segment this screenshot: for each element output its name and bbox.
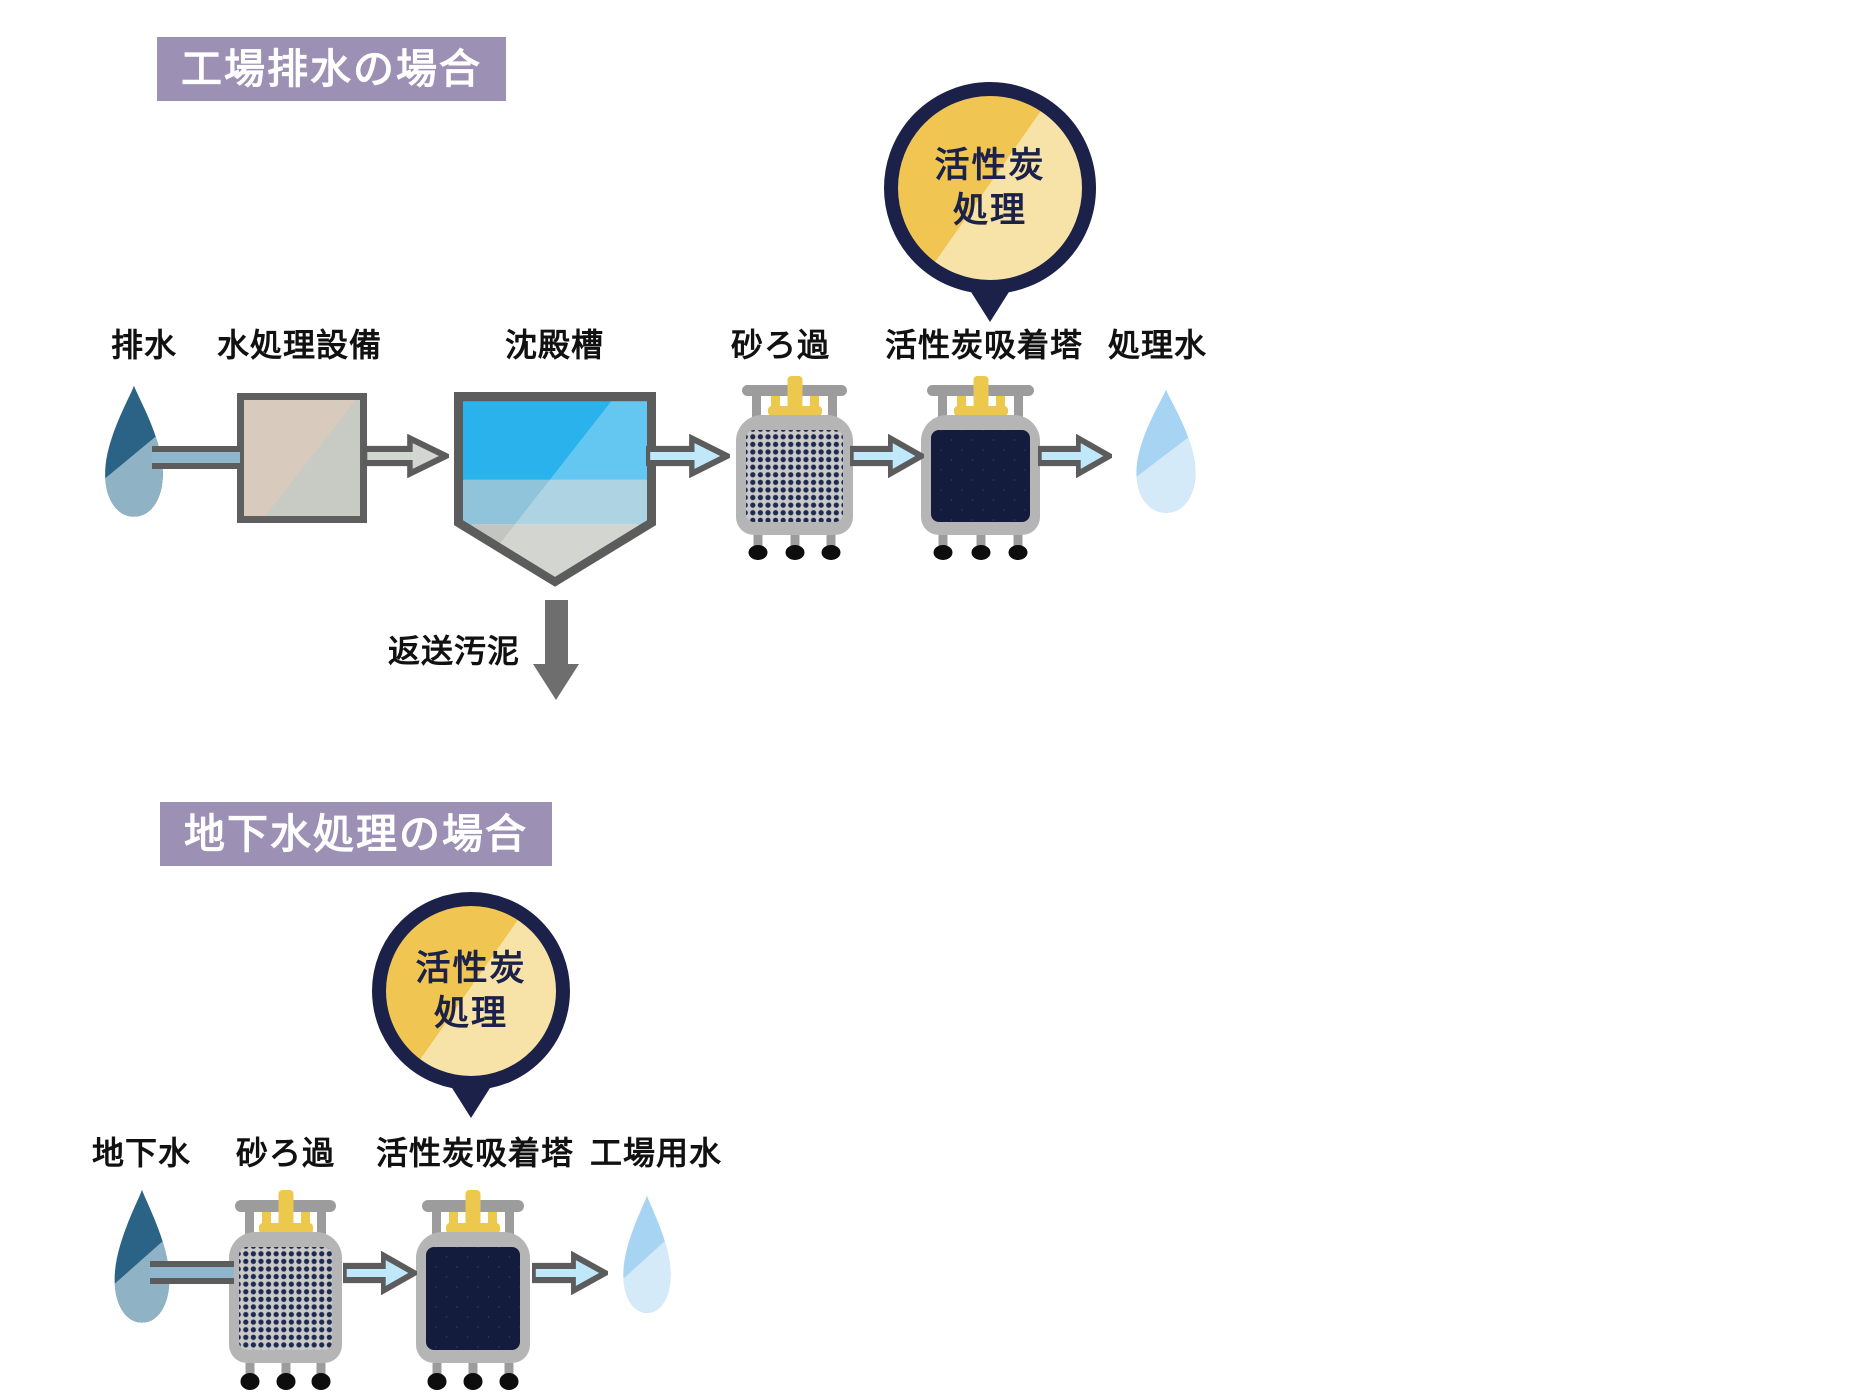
tank-vessel [416,1232,530,1363]
tank-leg [463,1363,483,1390]
water-treatment-facility-box [237,393,367,523]
label-sand-filter-top: 砂ろ過 [731,327,831,363]
carbon-media-pattern [931,429,1030,523]
treated-water-droplet-icon [1126,388,1206,516]
sand-filter-tank-bottom [229,1190,342,1390]
label-industrial-water: 工場用水 [590,1135,723,1171]
tank-leg [971,535,991,560]
tank-leg [240,1363,260,1390]
tank-valve-icon [953,406,1008,417]
bottom-section-title: 地下水処理の場合 [160,802,552,866]
balloon-text: 活性炭 処理 [415,948,527,1034]
tank-vessel [921,414,1040,536]
industrial-water-droplet-icon [615,1194,679,1316]
sand-filter-tank-top [736,376,853,560]
groundwater-droplet-icon [105,1188,179,1326]
label-sedimentation: 沈殿槽 [505,327,605,363]
carbon-adsorption-tower-bottom [416,1190,530,1390]
flow-arrow-sedimentation-to-sand [646,434,730,478]
label-carbon-tower-top: 活性炭吸着塔 [885,327,1084,363]
flow-arrow-facility-to-sedimentation [363,434,449,478]
tank-valve-icon [446,1223,500,1234]
flow-arrow-carbon-to-industrial [532,1251,608,1295]
return-sludge-arrow [545,600,568,666]
tank-leg [1008,535,1028,560]
balloon-text: 活性炭 処理 [934,145,1046,231]
tank-leg [785,535,805,560]
tank-leg [311,1363,331,1390]
flow-arrow-sand-to-carbon-bottom [343,1251,417,1295]
return-sludge-arrowhead-icon [533,664,579,700]
balloon-pointer-icon [447,1080,495,1118]
tank-leg [748,535,768,560]
sedimentation-tank [452,390,658,592]
label-wastewater: 排水 [111,327,178,363]
pipe-wastewater-to-facility [152,446,240,469]
tank-leg [276,1363,296,1390]
flow-arrow-carbon-to-treated [1038,434,1112,478]
tank-leg [933,535,953,560]
sand-media-pattern [746,429,843,523]
label-carbon-tower-bottom: 活性炭吸着塔 [376,1135,575,1171]
label-treated-water: 処理水 [1108,327,1208,363]
label-facility: 水処理設備 [217,327,383,363]
sand-media-pattern [239,1247,332,1350]
balloon-circle: 活性炭 処理 [884,82,1096,294]
balloon-circle: 活性炭 処理 [372,892,570,1090]
pipe-groundwater-to-sand [150,1261,234,1284]
tank-vessel [229,1232,342,1363]
balloon-pointer-icon [966,284,1014,322]
label-groundwater: 地下水 [92,1135,192,1171]
label-sand-filter-bottom: 砂ろ過 [236,1135,336,1171]
label-return-sludge: 返送汚泥 [388,633,521,669]
activated-carbon-balloon-bottom: 活性炭 処理 [372,892,570,1118]
tank-vessel [736,414,853,536]
tank-valve-icon [767,406,822,417]
tank-leg [821,535,841,560]
activated-carbon-balloon-top: 活性炭 処理 [884,82,1096,322]
tank-leg [499,1363,519,1390]
tank-leg [427,1363,447,1390]
carbon-adsorption-tower-top [921,376,1040,560]
tank-valve-icon [258,1223,313,1234]
carbon-media-pattern [426,1247,520,1350]
top-section-title: 工場排水の場合 [157,37,506,101]
flow-arrow-sand-to-carbon [850,434,924,478]
